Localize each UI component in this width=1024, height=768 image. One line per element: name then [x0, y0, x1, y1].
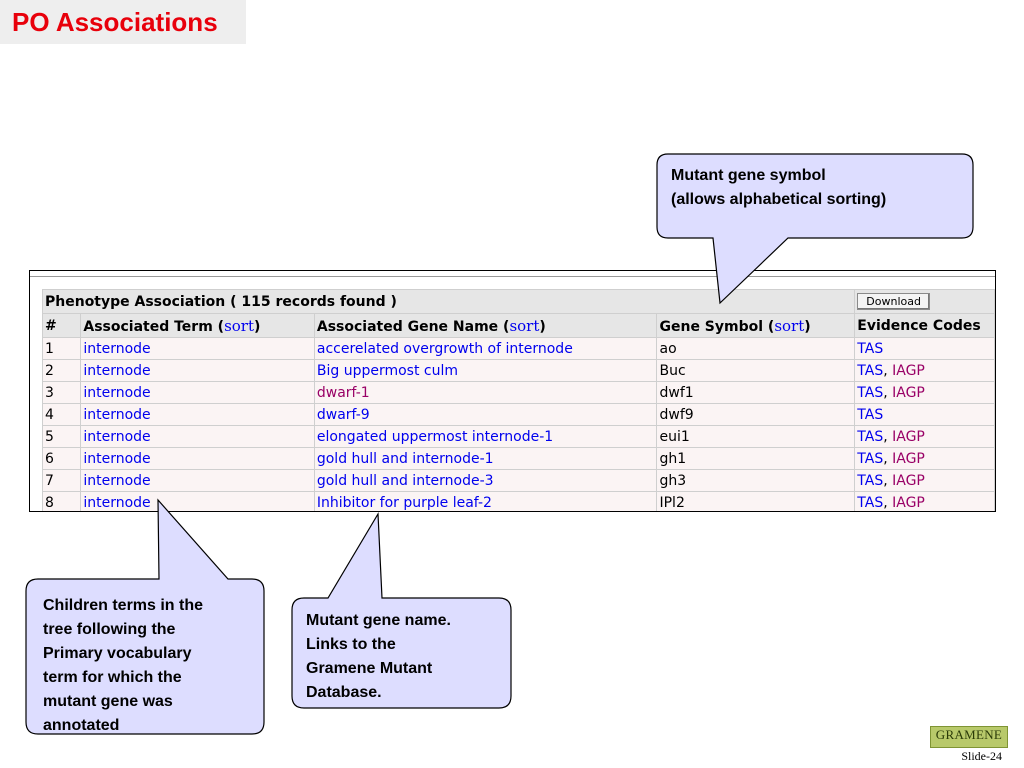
gene-symbol: IPl2 [656, 491, 856, 511]
gramene-logo: GRAMENE [930, 726, 1008, 748]
evidence-iagp-link[interactable]: IAGP [892, 472, 925, 489]
gene-symbol: eui1 [656, 425, 856, 448]
row-num: 2 [41, 359, 82, 382]
callout-gene-symbol-shape [656, 153, 974, 305]
evidence-iagp-link[interactable]: IAGP [892, 384, 925, 401]
term-link[interactable]: internode [83, 472, 151, 489]
gene-name-link[interactable]: gold hull and internode-1 [316, 450, 494, 467]
gene-symbol: ao [656, 337, 856, 360]
gene-name-link[interactable]: elongated uppermost internode-1 [316, 428, 554, 445]
evidence-iagp-link[interactable]: IAGP [892, 494, 925, 511]
download-cell: Download [854, 289, 995, 314]
col-header-term: Associated Term (sort) [80, 313, 315, 338]
gene-symbol: Buc [656, 359, 856, 382]
sort-symbol-link[interactable]: sort [774, 316, 805, 335]
evidence-iagp-link[interactable]: IAGP [892, 428, 925, 445]
table-row: 8 internode Inhibitor for purple leaf-2 … [41, 491, 995, 511]
evidence-tas-link[interactable]: TAS [857, 428, 884, 445]
table-row: 3 internode dwarf-1 dwf1 TAS, IAGP [41, 381, 995, 404]
gene-symbol: gh3 [656, 469, 856, 492]
evidence-iagp-link[interactable]: IAGP [892, 362, 925, 379]
term-link[interactable]: internode [83, 340, 151, 357]
callout-gene-name: Mutant gene name. Links to the Gramene M… [306, 612, 451, 701]
row-num: 1 [41, 337, 82, 360]
term-link[interactable]: internode [83, 428, 151, 445]
gene-name-link[interactable]: dwarf-1 [316, 384, 370, 401]
term-link[interactable]: internode [83, 406, 151, 423]
phenotype-association-table: Phenotype Association ( 115 records foun… [41, 289, 995, 511]
col-header-num: # [41, 313, 82, 338]
col-header-symbol: Gene Symbol (sort) [656, 313, 856, 338]
gene-name-link[interactable]: Big uppermost culm [316, 362, 458, 379]
evidence-iagp-link[interactable]: IAGP [892, 450, 925, 467]
callout-children-terms-shape [25, 498, 265, 735]
gene-name-link[interactable]: gold hull and internode-3 [316, 472, 494, 489]
table-row: 6 internode gold hull and internode-1 gh… [41, 447, 995, 470]
term-link[interactable]: internode [83, 362, 151, 379]
row-num: 3 [41, 381, 82, 404]
evidence-tas-link[interactable]: TAS [857, 340, 884, 357]
evidence-tas-link[interactable]: TAS [857, 384, 884, 401]
table-row: 7 internode gold hull and internode-3 gh… [41, 469, 995, 492]
row-num: 8 [41, 491, 82, 511]
panel-divider [30, 276, 995, 277]
gene-name-link[interactable]: accerelated overgrowth of internode [316, 340, 573, 357]
row-num: 6 [41, 447, 82, 470]
row-num: 4 [41, 403, 82, 426]
gene-name-link[interactable]: Inhibitor for purple leaf-2 [316, 494, 492, 511]
row-num: 7 [41, 469, 82, 492]
table-row: 4 internode dwarf-9 dwf9 TAS [41, 403, 995, 426]
screenshot-panel: Phenotype Association ( 115 records foun… [29, 270, 996, 512]
row-num: 5 [41, 425, 82, 448]
callout-gene-symbol: Mutant gene symbol (allows alphabetical … [671, 167, 887, 208]
gene-name-link[interactable]: dwarf-9 [316, 406, 370, 423]
gene-symbol: gh1 [656, 447, 856, 470]
col-header-gene-name: Associated Gene Name (sort) [313, 313, 658, 338]
evidence-tas-link[interactable]: TAS [857, 406, 884, 423]
evidence-tas-link[interactable]: TAS [857, 494, 884, 511]
table-row: 1 internode accerelated overgrowth of in… [41, 337, 995, 360]
evidence-tas-link[interactable]: TAS [857, 450, 884, 467]
callout-gene-name-shape [291, 511, 512, 709]
sort-gene-name-link[interactable]: sort [509, 316, 540, 335]
slide-number: Slide-24 [961, 749, 1002, 763]
term-link[interactable]: internode [83, 384, 151, 401]
col-header-evidence: Evidence Codes [854, 313, 995, 338]
term-link[interactable]: internode [83, 494, 151, 511]
evidence-tas-link[interactable]: TAS [857, 362, 884, 379]
gene-symbol: dwf9 [656, 403, 856, 426]
slide-title: PO Associations [0, 0, 246, 44]
table-header-row: # Associated Term (sort) Associated Gene… [41, 313, 995, 338]
evidence-tas-link[interactable]: TAS [857, 472, 884, 489]
sort-term-link[interactable]: sort [224, 316, 254, 335]
callout-children-terms: Children terms in the tree following the… [43, 597, 204, 734]
gene-symbol: dwf1 [656, 381, 856, 404]
term-link[interactable]: internode [83, 450, 151, 467]
download-button[interactable]: Download [857, 293, 930, 310]
